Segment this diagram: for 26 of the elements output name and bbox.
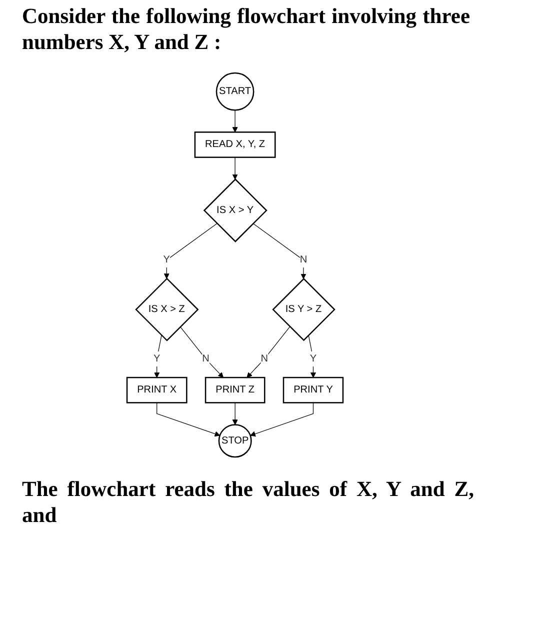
node-box: PRINT X (126, 376, 188, 404)
node-box: READ X, Y, Z (194, 132, 276, 158)
edge-label: N (202, 353, 210, 364)
edge-label: Y (310, 353, 317, 364)
arrow (164, 223, 218, 279)
arrow (250, 402, 314, 437)
arrow (156, 402, 220, 437)
arrow (232, 402, 238, 425)
arrow (246, 326, 290, 378)
node-box: PRINT Z (204, 376, 266, 404)
node-diamond: IS X > Y (203, 178, 268, 242)
node-circle: STOP (218, 424, 252, 458)
title: Consider the following flowchart involving three numbers X, Y and Z : (22, 3, 470, 55)
edge-label: N (300, 254, 308, 266)
edge-label: Y (163, 254, 170, 266)
node-circle: START (216, 72, 254, 111)
arrow (232, 110, 238, 132)
arrow (252, 223, 306, 280)
arrow (232, 157, 238, 180)
node-diamond: IS X > Z (135, 278, 199, 342)
caption: The flowchart reads the values of X, Y and Z, and (22, 476, 474, 528)
node-diamond: IS Y > Z (272, 278, 336, 342)
arrow (180, 326, 224, 378)
edge-label: Y (153, 353, 160, 364)
edge-label: N (260, 353, 268, 364)
node-box: PRINT Y (282, 376, 344, 404)
